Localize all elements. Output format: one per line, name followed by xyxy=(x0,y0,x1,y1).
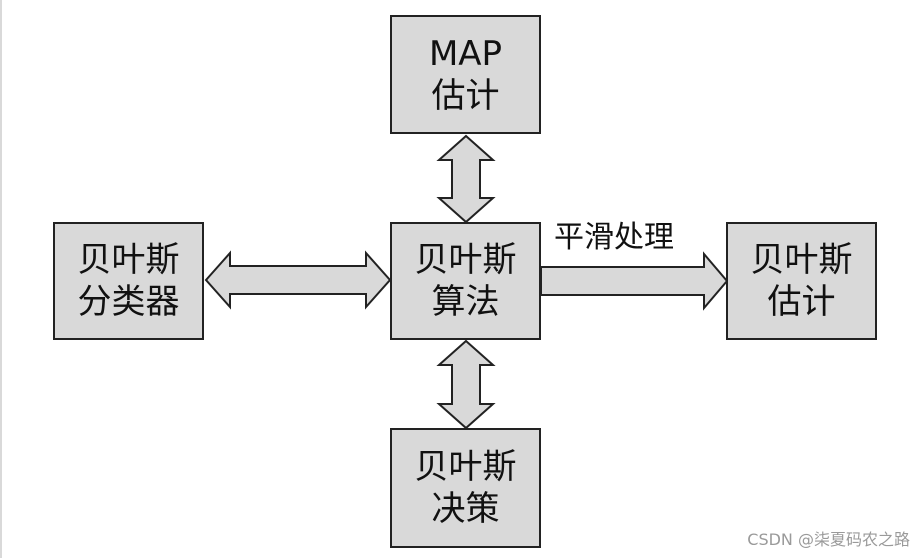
node-estimation-line1: 贝叶斯 xyxy=(750,240,853,280)
node-bayes-estimation: 贝叶斯 估计 xyxy=(726,222,877,340)
node-classifier-line2: 分类器 xyxy=(77,282,180,322)
edge-label-smoothing: 平滑处理 xyxy=(554,220,674,255)
node-algorithm-line2: 算法 xyxy=(431,282,500,322)
arrow-algorithm-estimation xyxy=(540,251,729,311)
node-bayes-decision: 贝叶斯 决策 xyxy=(390,428,541,548)
node-decision-line1: 贝叶斯 xyxy=(414,447,517,487)
node-bayes-classifier: 贝叶斯 分类器 xyxy=(53,222,204,340)
left-edge-rule xyxy=(0,0,2,558)
arrow-map-algorithm xyxy=(436,134,496,224)
node-bayes-algorithm: 贝叶斯 算法 xyxy=(390,222,541,340)
node-algorithm-line1: 贝叶斯 xyxy=(414,240,517,280)
node-map-line2: 估计 xyxy=(431,75,500,116)
node-map-line1: MAP xyxy=(428,33,503,74)
arrow-algorithm-decision xyxy=(436,339,496,430)
node-decision-line2: 决策 xyxy=(431,489,500,529)
node-estimation-line2: 估计 xyxy=(767,282,836,322)
arrow-classifier-algorithm xyxy=(204,250,392,310)
node-classifier-line1: 贝叶斯 xyxy=(77,240,180,280)
node-map-estimation: MAP 估计 xyxy=(390,15,541,134)
watermark: CSDN @柒夏码农之路 xyxy=(747,530,910,549)
